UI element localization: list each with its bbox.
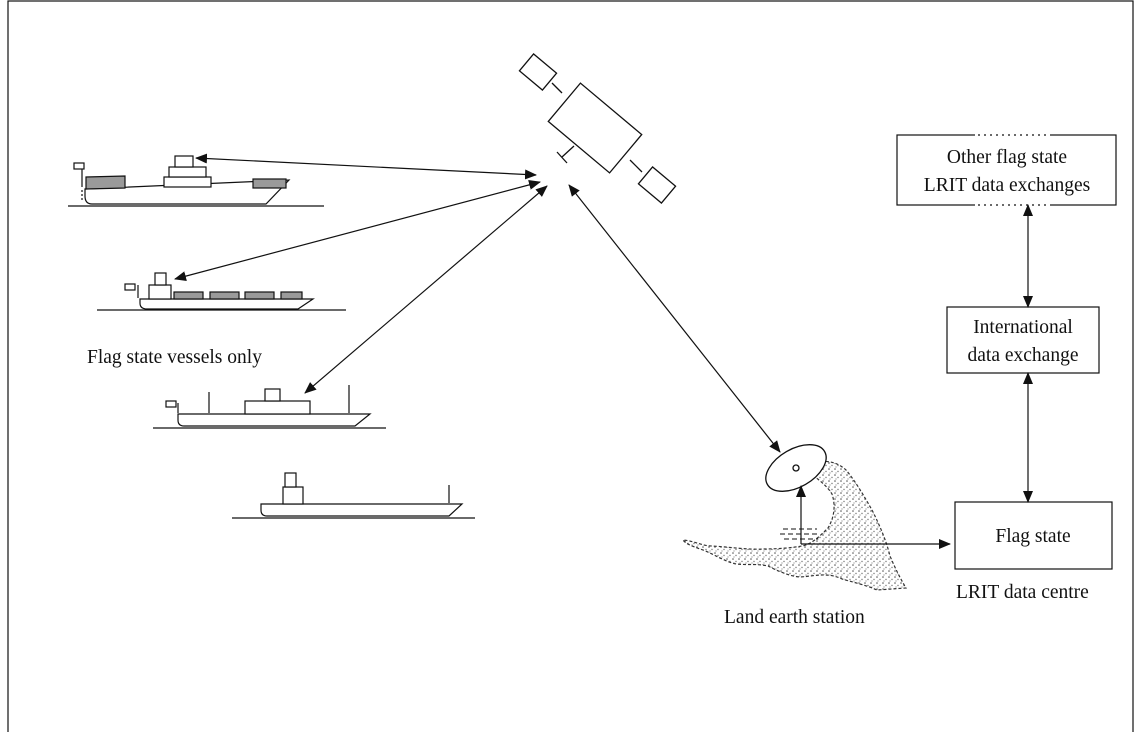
other-flag-state-line1: Other flag state [947,147,1067,168]
vessels-caption: Flag state vessels only [87,347,262,368]
station-building-icon [780,528,818,540]
flag-state-box: Flag state [954,501,1113,570]
flag-state-line1: Flag state [995,526,1070,547]
lrit-data-centre-caption: LRIT data centre [956,582,1089,603]
other-flag-state-line2: LRIT data exchanges [924,175,1090,196]
international-data-exchange-box: International data exchange [946,306,1100,374]
vessel-3-icon [153,385,386,429]
vessel-2-icon [97,272,346,311]
other-flag-state-box: Other flag state LRIT data exchanges [896,133,1117,207]
link-satellite-land-station [568,184,781,453]
land-earth-station-dish-icon [765,444,827,492]
link-satellite-vessel-1 [195,153,537,180]
vessel-1-icon [68,155,324,207]
link-satellite-vessel-3 [304,185,548,394]
international-line1: International [973,317,1073,338]
diagram-frame [7,0,1134,732]
satellite-icon [518,53,677,204]
international-line2: data exchange [968,345,1079,366]
land-earth-station-caption: Land earth station [724,607,865,628]
coastline-land [681,460,908,591]
vessel-4-icon [232,472,475,519]
